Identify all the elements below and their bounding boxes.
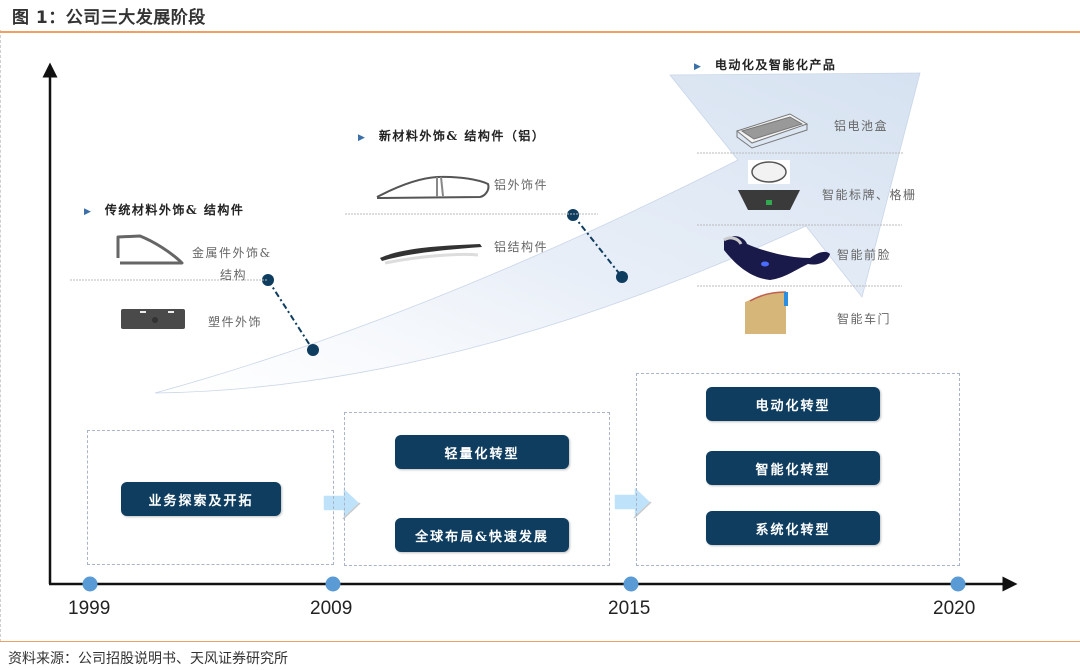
diagram-canvas (42, 62, 1018, 592)
battery-tray-icon (735, 113, 809, 149)
plastic-trim-panel-icon (121, 309, 185, 329)
stage-box-3 (636, 373, 960, 566)
aluminum-window-trim-icon (376, 175, 490, 199)
stage-arrow-1 (322, 485, 362, 521)
bullet-icon: ▶ (84, 207, 91, 217)
group-heading-traditional: ▶传统材料外饰& 结构件 (84, 203, 245, 217)
item-label: 智能车门 (837, 312, 892, 326)
year-label-2015: 2015 (608, 598, 651, 619)
stage-pill: 全球布局&快速发展 (395, 518, 569, 552)
page-left-border (0, 30, 1, 642)
aluminum-roof-rail-icon (380, 244, 482, 265)
item-label: 铝外饰件 (494, 178, 549, 192)
bullet-icon: ▶ (358, 133, 365, 143)
connector-dot (262, 274, 274, 286)
timeline-dot-2020 (950, 576, 966, 592)
item-label: 塑件外饰 (208, 315, 263, 329)
year-label-1999: 1999 (68, 598, 111, 619)
stage-pill: 轻量化转型 (395, 435, 569, 469)
item-label: 铝电池盒 (834, 119, 889, 133)
item-label: 智能标牌、格栅 (822, 188, 917, 202)
car-door-icon (745, 291, 788, 334)
figure-title: 图 1：公司三大发展阶段 (12, 8, 206, 28)
item-label: 铝结构件 (494, 240, 549, 254)
year-label-2020: 2020 (933, 598, 976, 619)
stage-pill: 智能化转型 (706, 451, 880, 485)
stage-pill: 业务探索及开拓 (121, 482, 281, 516)
emblem-grille-icon (738, 160, 800, 210)
item-label: 智能前脸 (837, 248, 892, 262)
timeline-dot-2009 (325, 576, 341, 592)
item-label: 结构 (220, 268, 248, 282)
connector-dot (616, 271, 628, 283)
front-fascia-icon (723, 236, 830, 280)
group-heading-new-materials: ▶新材料外饰& 结构件（铝） (358, 129, 546, 143)
bottom-rule (0, 641, 1080, 642)
car-door-frame-icon (116, 234, 184, 265)
timeline-dot-2015 (623, 576, 639, 592)
stage-box-2 (344, 412, 610, 566)
connector-dot (307, 344, 319, 356)
year-label-2009: 2009 (310, 598, 353, 619)
growth-arrow (154, 72, 921, 394)
connector-line-1 (267, 279, 314, 351)
group-heading-electric-smart: ▶电动化及智能化产品 (694, 58, 837, 72)
stage-pill: 系统化转型 (706, 511, 880, 545)
bullet-icon: ▶ (694, 62, 701, 72)
connector-line-2 (572, 214, 623, 278)
connector-dot (567, 209, 579, 221)
stage-pill: 电动化转型 (706, 387, 880, 421)
timeline-dot-1999 (82, 576, 98, 592)
item-label: 金属件外饰& (192, 246, 272, 260)
top-rule (0, 31, 1080, 33)
stage-box-1 (87, 430, 334, 565)
source-note: 资料来源：公司招股说明书、天风证券研究所 (8, 651, 288, 667)
